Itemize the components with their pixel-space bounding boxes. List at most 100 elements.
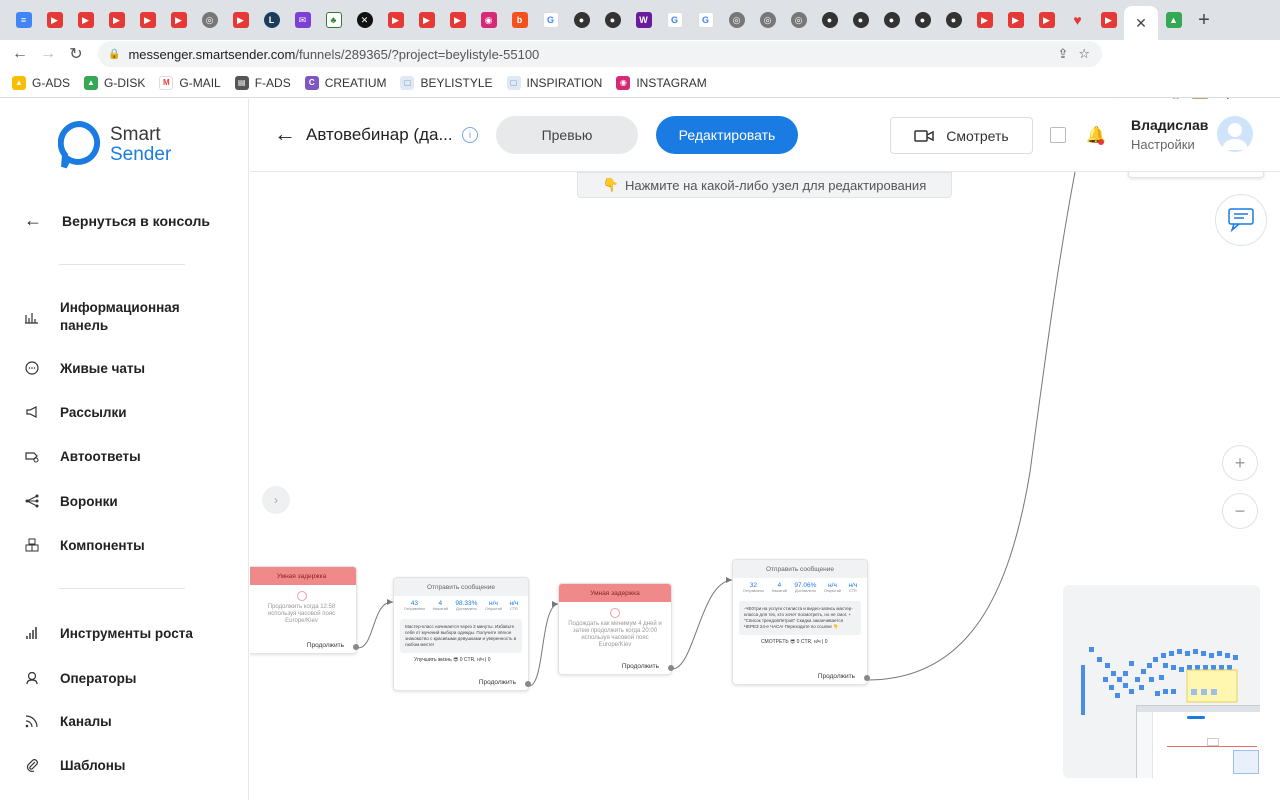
url-field[interactable]: 🔒 messenger.smartsender.com/funnels/2893…	[98, 41, 1102, 67]
tab[interactable]: ▶	[39, 0, 70, 40]
sidebar-item-channels[interactable]: Каналы	[24, 713, 112, 729]
tab[interactable]: ▶	[442, 0, 473, 40]
output-port[interactable]	[525, 681, 531, 687]
tab[interactable]: b	[504, 0, 535, 40]
tab[interactable]: ▶	[969, 0, 1000, 40]
star-icon[interactable]: ☆	[1078, 46, 1090, 61]
chevron-right-icon[interactable]: ›	[262, 486, 290, 514]
zoom-in-button[interactable]: +	[1222, 445, 1258, 481]
globe-icon: ◎	[201, 12, 218, 28]
sidebar-item-live-chats[interactable]: Живые чаты	[24, 360, 145, 376]
canvas-minimap[interactable]	[1063, 585, 1260, 778]
zoom-out-button[interactable]: −	[1222, 493, 1258, 529]
tab[interactable]: ♥	[1062, 0, 1093, 40]
bookmark-beylistyle[interactable]: ▢BEYLISTYLE	[400, 75, 493, 90]
smart-sender-logo[interactable]: Smart Sender	[58, 121, 171, 169]
tab[interactable]: ▶	[70, 0, 101, 40]
tab[interactable]: ✕	[349, 0, 380, 40]
fullscreen-icon[interactable]	[1050, 127, 1066, 143]
tab[interactable]: ≡	[8, 0, 39, 40]
new-tab-button[interactable]: +	[1198, 8, 1210, 31]
tab[interactable]: W	[628, 0, 659, 40]
bookmark-gdisk[interactable]: ▲G-DISK	[84, 75, 145, 90]
tab[interactable]: ▶	[163, 0, 194, 40]
tab[interactable]: ♣	[318, 0, 349, 40]
tab[interactable]: ◎	[783, 0, 814, 40]
tab[interactable]: ●	[597, 0, 628, 40]
tab[interactable]: ●	[938, 0, 969, 40]
sidebar-item-components[interactable]: Компоненты	[24, 537, 145, 553]
support-chat-button[interactable]	[1215, 194, 1267, 246]
sidebar-item-autoreplies[interactable]: Автоответы	[24, 448, 141, 464]
tab[interactable]: G	[659, 0, 690, 40]
tab[interactable]: ◎	[721, 0, 752, 40]
sidebar-item-growth-tools[interactable]: Инструменты роста	[24, 625, 193, 641]
tab[interactable]: L	[256, 0, 287, 40]
tab[interactable]: G	[535, 0, 566, 40]
smart-delay-node[interactable]: Умная задержка Подождать как минимум 4 д…	[558, 583, 674, 675]
share-icon[interactable]: ⇪	[1057, 46, 1069, 61]
tab[interactable]: ●	[876, 0, 907, 40]
tab[interactable]: ▶	[101, 0, 132, 40]
url-host: messenger.smartsender.com	[128, 46, 296, 62]
tab[interactable]: ▶	[380, 0, 411, 40]
funnel-canvas[interactable]: 👇 Нажмите на какой-либо узел для редакти…	[250, 172, 1280, 800]
tab[interactable]: ▶	[225, 0, 256, 40]
bookmark-inspiration[interactable]: ▢INSPIRATION	[506, 75, 602, 90]
back-to-console-link[interactable]: ← Вернуться в консоль	[24, 210, 210, 230]
edit-button[interactable]: Редактировать	[656, 116, 798, 154]
tab[interactable]: G	[690, 0, 721, 40]
sidebar-item-funnels[interactable]: Воронки	[24, 493, 118, 509]
preview-button[interactable]: Превью	[496, 116, 638, 154]
tab[interactable]: ✉	[287, 0, 318, 40]
minimap-viewport[interactable]	[1136, 705, 1260, 778]
offscreen-node[interactable]	[1128, 172, 1264, 178]
tab[interactable]: ●	[814, 0, 845, 40]
back-arrow-icon[interactable]: ←	[12, 45, 28, 62]
output-port[interactable]	[864, 675, 870, 681]
bookmark-gads[interactable]: ▲G-ADS	[12, 75, 70, 90]
user-name[interactable]: Владислав	[1131, 117, 1209, 133]
user-avatar[interactable]	[1217, 116, 1253, 152]
tab[interactable]: ▶	[1093, 0, 1124, 40]
youtube-icon: ▶	[976, 12, 993, 28]
tab[interactable]: ●	[845, 0, 876, 40]
sidebar-item-dashboard[interactable]: Информационная панель	[24, 299, 200, 335]
tab[interactable]: ▶	[1031, 0, 1062, 40]
smart-delay-node[interactable]: Умная задержка Продолжить когда 12:58 ис…	[250, 566, 359, 654]
bookmark-instagram[interactable]: ◉INSTAGRAM	[616, 75, 707, 90]
forward-arrow-icon[interactable]: →	[40, 45, 56, 62]
video-camera-icon	[914, 129, 935, 142]
tab[interactable]: ◎	[752, 0, 783, 40]
mail-icon: ✉	[294, 12, 311, 28]
user-settings-link[interactable]: Настройки	[1131, 137, 1195, 152]
back-arrow-icon[interactable]: ←	[274, 121, 296, 146]
youtube-icon: ▶	[1007, 12, 1024, 28]
sidebar-item-broadcasts[interactable]: Рассылки	[24, 404, 127, 420]
tab[interactable]: ●	[907, 0, 938, 40]
sidebar-item-operators[interactable]: Операторы	[24, 670, 136, 686]
youtube-icon: ▶	[1100, 12, 1117, 28]
tab[interactable]: ◉	[473, 0, 504, 40]
tab[interactable]: ▶	[411, 0, 442, 40]
active-tab-close-icon[interactable]: ✕	[1124, 6, 1158, 40]
tab[interactable]: ▲	[1158, 0, 1189, 40]
tab[interactable]: ◎	[194, 0, 225, 40]
output-port[interactable]	[353, 644, 359, 650]
bookmark-fads[interactable]: ▤F-ADS	[234, 75, 291, 90]
paperclip-icon	[24, 757, 40, 773]
bar-chart-icon	[24, 309, 40, 325]
tab[interactable]: ▶	[132, 0, 163, 40]
tab[interactable]: ●	[566, 0, 597, 40]
connection-lines	[357, 172, 1076, 687]
output-port[interactable]	[668, 665, 674, 671]
reload-icon[interactable]: ↻	[69, 46, 83, 63]
tab[interactable]: ▶	[1000, 0, 1031, 40]
info-icon[interactable]: i	[462, 127, 478, 143]
watch-button[interactable]: Смотреть	[890, 117, 1033, 154]
sidebar-item-templates[interactable]: Шаблоны	[24, 757, 125, 773]
